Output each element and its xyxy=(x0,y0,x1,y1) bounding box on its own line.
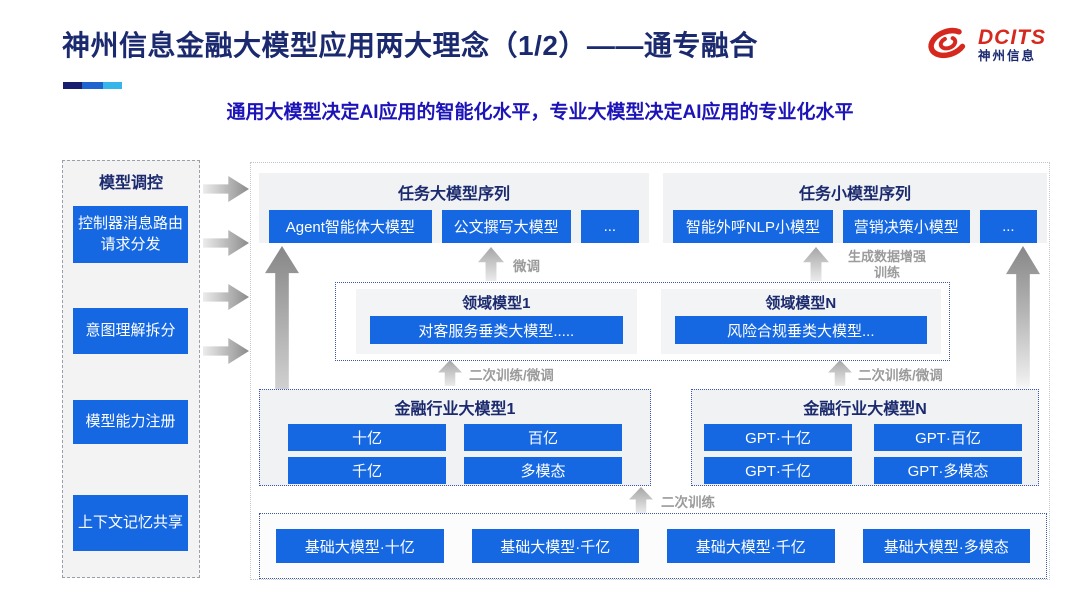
model-chip-base-1b: 基础大模型·十亿 xyxy=(276,529,444,563)
model-chip-ellipsis: ... xyxy=(580,210,639,243)
model-chip-base-100b-2: 基础大模型·千亿 xyxy=(667,529,835,563)
sidebar-title: 模型调控 xyxy=(98,175,163,192)
model-chip-agent: Agent智能体大模型 xyxy=(269,210,432,243)
model-chip-gpt-10b: GPT·百亿 xyxy=(874,424,1022,451)
panel-title: 领域模型1 xyxy=(462,295,531,312)
secondary-train-label: 二次训练 xyxy=(661,495,715,510)
model-chip-base-100b: 基础大模型·千亿 xyxy=(471,529,639,563)
fine-tune-arrow-icon xyxy=(478,247,504,281)
brand-name: DCITS xyxy=(978,26,1046,49)
industry-model-1-panel: 金融行业大模型1 十亿 百亿 千亿 多模态 xyxy=(259,389,651,486)
domain-models-box: 领域模型1 对客服务垂类大模型..... 领域模型N 风险合规垂类大模型... xyxy=(335,282,950,361)
sidebar-item-controller-routing: 控制器消息路由请求分发 xyxy=(73,206,188,263)
flow-arrow-right-1 xyxy=(203,176,249,202)
panel-title: 领域模型N xyxy=(765,295,837,312)
model-chip-gpt-100b: GPT·千亿 xyxy=(704,457,852,484)
dcits-swirl-icon xyxy=(925,22,971,69)
sidebar-model-control: 模型调控 控制器消息路由请求分发 意图理解拆分 模型能力注册 上下文记忆共享 xyxy=(62,160,200,578)
domain-model-n-panel: 领域模型N 风险合规垂类大模型... xyxy=(660,289,941,354)
panel-title: 任务小模型序列 xyxy=(798,186,911,203)
subtitle: 通用大模型决定AI应用的智能化水平，专业大模型决定AI应用的专业化水平 xyxy=(226,102,854,123)
secondary-train-right-label: 二次训练/微调 xyxy=(858,368,943,383)
model-chip-document-writing: 公文撰写大模型 xyxy=(441,210,571,243)
model-chip-outbound-nlp: 智能外呼NLP小模型 xyxy=(673,210,833,243)
sidebar-item-capability-register: 模型能力注册 xyxy=(73,400,188,444)
model-chip-risk-compliance: 风险合规垂类大模型... xyxy=(674,316,927,344)
secondary-train-left-arrow-icon xyxy=(438,360,462,386)
panel-title: 任务大模型序列 xyxy=(397,186,510,203)
panel-title: 金融行业大模型1 xyxy=(394,401,516,418)
gen-data-label: 生成数据增强 训练 xyxy=(847,249,926,280)
domain-model-1-panel: 领域模型1 对客服务垂类大模型..... xyxy=(356,289,637,354)
page-title: 神州信息金融大模型应用两大理念（1/2）——通专融合 xyxy=(62,30,758,61)
industry-model-n-panel: 金融行业大模型N GPT·十亿 GPT·百亿 GPT·千亿 GPT·多模态 xyxy=(691,389,1039,486)
dcits-logo: DCITS 神州信息 xyxy=(925,22,1046,69)
gen-data-arrow-icon xyxy=(803,247,829,281)
model-chip-100b: 千亿 xyxy=(288,457,446,484)
panel-title: 金融行业大模型N xyxy=(803,401,927,418)
brand-name-cn: 神州信息 xyxy=(978,49,1037,63)
model-chip-1b: 十亿 xyxy=(288,424,446,451)
accent-bar xyxy=(63,82,122,89)
model-chip-marketing-decision: 营销决策小模型 xyxy=(842,210,970,243)
secondary-train-left-label: 二次训练/微调 xyxy=(469,368,554,383)
sidebar-item-intent-parsing: 意图理解拆分 xyxy=(73,308,188,354)
flow-arrow-right-3 xyxy=(203,284,249,310)
model-chip-gpt-multimodal: GPT·多模态 xyxy=(874,457,1022,484)
task-large-model-panel: 任务大模型序列 Agent智能体大模型 公文撰写大模型 ... xyxy=(259,173,649,243)
task-small-model-panel: 任务小模型序列 智能外呼NLP小模型 营销决策小模型 ... xyxy=(663,173,1047,243)
model-chip-multimodal: 多模态 xyxy=(464,457,622,484)
model-chip-10b: 百亿 xyxy=(464,424,622,451)
secondary-train-arrow-icon xyxy=(629,487,653,513)
model-chip-gpt-1b: GPT·十亿 xyxy=(704,424,852,451)
flow-arrow-up-tall-right xyxy=(1006,246,1040,394)
model-architecture-diagram: 任务大模型序列 Agent智能体大模型 公文撰写大模型 ... 任务小模型序列 … xyxy=(250,162,1050,580)
model-chip-customer-service: 对客服务垂类大模型..... xyxy=(370,316,623,344)
model-chip-base-multimodal: 基础大模型·多模态 xyxy=(862,529,1030,563)
model-chip-ellipsis: ... xyxy=(979,210,1037,243)
fine-tune-label: 微调 xyxy=(513,259,540,274)
sidebar-item-context-memory: 上下文记忆共享 xyxy=(73,495,188,551)
secondary-train-right-arrow-icon xyxy=(828,360,852,386)
flow-arrow-right-2 xyxy=(203,230,249,256)
base-models-panel: 基础大模型·十亿 基础大模型·千亿 基础大模型·千亿 基础大模型·多模态 xyxy=(259,513,1047,579)
flow-arrow-right-4 xyxy=(203,338,249,364)
